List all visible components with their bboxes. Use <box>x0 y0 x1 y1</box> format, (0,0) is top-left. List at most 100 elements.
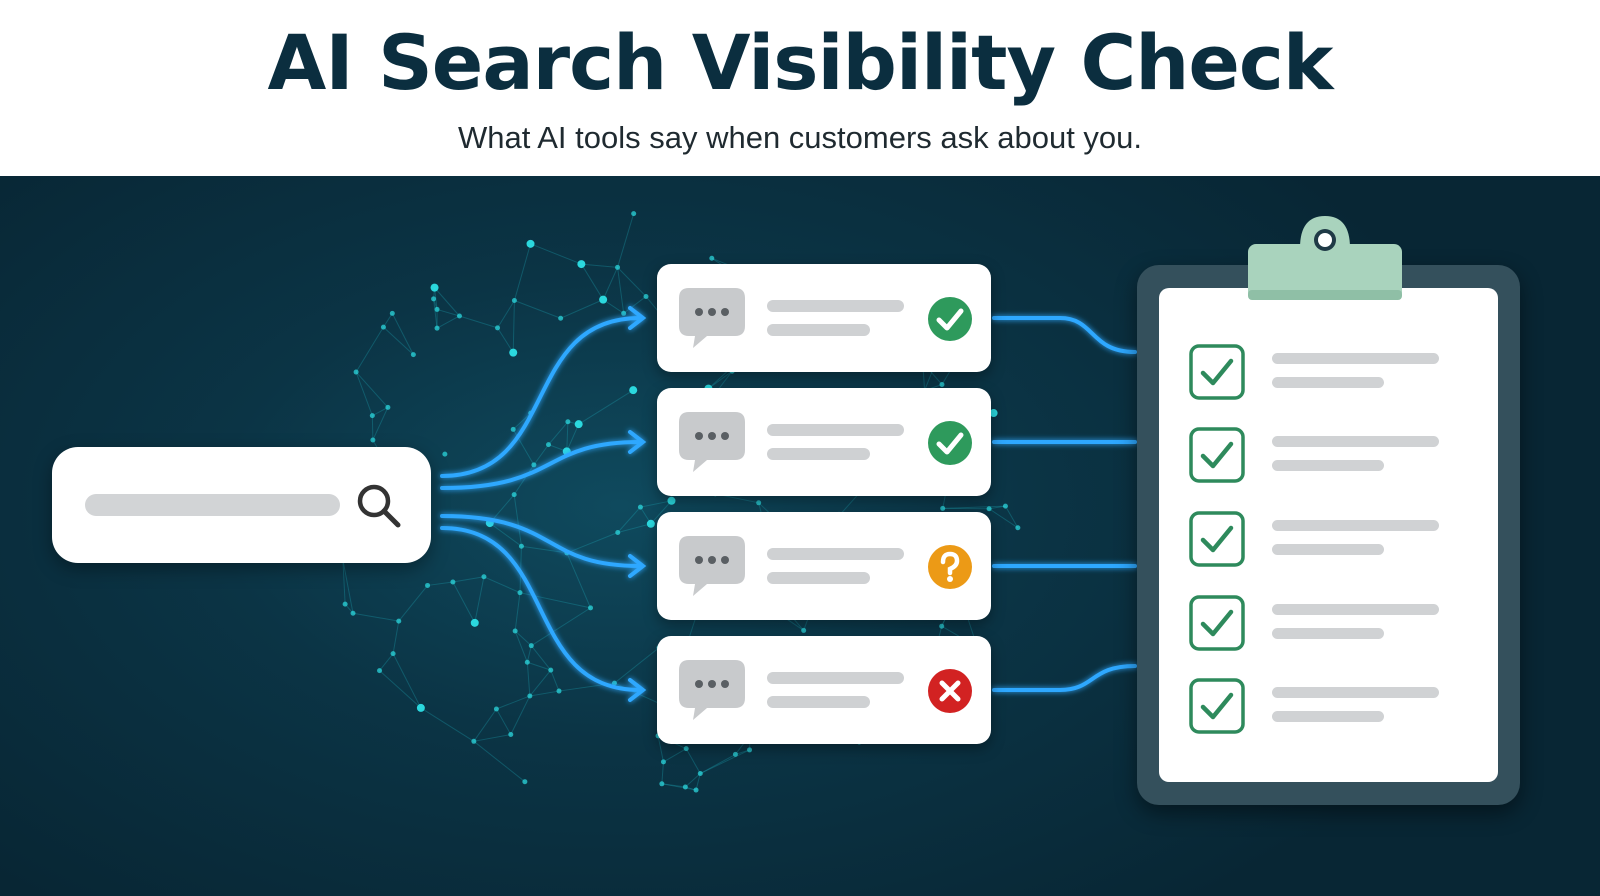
network-edge <box>623 296 647 314</box>
network-node <box>517 590 523 596</box>
network-node <box>430 283 439 292</box>
network-edge <box>550 669 560 692</box>
response-text-line <box>767 324 870 336</box>
ai-response-card <box>657 512 991 620</box>
network-edge <box>580 263 604 300</box>
checkbox-checked-icon <box>1189 595 1245 651</box>
network-edge <box>661 783 686 788</box>
network-edge <box>459 315 498 329</box>
network-edge <box>371 415 374 440</box>
network-edge <box>602 267 619 300</box>
network-edge <box>489 522 522 547</box>
network-edge <box>533 444 549 466</box>
network-edge <box>510 695 531 735</box>
checkbox-checked-icon <box>1189 344 1245 400</box>
network-node <box>512 628 518 634</box>
network-node <box>588 605 594 611</box>
network-node <box>631 211 637 217</box>
network-edge <box>530 645 552 671</box>
question-icon <box>928 545 972 589</box>
network-edge <box>531 607 591 647</box>
network-edge <box>513 243 532 301</box>
flow-line-3 <box>440 514 642 568</box>
network-node <box>524 659 530 665</box>
network-node <box>353 369 359 375</box>
network-edge <box>513 494 522 547</box>
checklist-text-line <box>1272 353 1439 364</box>
network-edge <box>566 532 618 554</box>
response-text-line <box>767 696 870 708</box>
network-node <box>528 643 534 649</box>
arrowhead-1 <box>628 306 647 330</box>
checklist-item <box>1189 678 1479 738</box>
network-node <box>456 313 462 319</box>
network-edge <box>355 326 384 373</box>
network-edge <box>452 581 476 624</box>
response-text-line <box>767 672 904 684</box>
network-edge <box>436 315 460 329</box>
network-node <box>431 296 437 302</box>
network-edge <box>372 406 389 417</box>
network-node <box>434 306 440 312</box>
network-node <box>939 382 945 388</box>
network-edge <box>514 592 521 632</box>
network-node <box>577 260 586 269</box>
network-node <box>565 419 571 425</box>
network-node <box>493 706 499 712</box>
network-edge <box>521 545 567 554</box>
x-icon <box>928 669 972 713</box>
network-node <box>509 348 518 357</box>
network-node <box>646 519 655 528</box>
network-node <box>697 771 703 777</box>
network-edge <box>685 773 701 788</box>
network-node <box>370 437 376 443</box>
network-edge <box>617 267 647 297</box>
checklist-item <box>1189 595 1479 655</box>
page-title: AI Search Visibility Check <box>267 18 1334 107</box>
connector-4 <box>992 664 1137 692</box>
network-edge <box>566 552 591 609</box>
network-edge <box>513 464 535 495</box>
network-edge <box>427 581 453 586</box>
chat-bubble-icon <box>679 288 745 348</box>
network-edge <box>355 371 373 416</box>
network-node <box>683 746 689 752</box>
network-edge <box>420 707 475 742</box>
network-edge <box>1005 505 1019 529</box>
network-edge <box>495 708 512 735</box>
network-edge <box>497 300 515 329</box>
network-edge <box>566 423 580 452</box>
network-edge <box>372 407 389 441</box>
network-node <box>629 386 638 395</box>
network-edge <box>342 559 346 605</box>
network-node <box>693 787 699 793</box>
network-node <box>522 779 528 785</box>
network-edge <box>379 653 394 671</box>
network-node <box>495 325 501 331</box>
network-edge <box>473 708 497 742</box>
page-subtitle: What AI tools say when customers ask abo… <box>457 120 1143 155</box>
network-edge <box>700 749 750 774</box>
network-node <box>508 732 514 738</box>
network-edge <box>433 298 438 329</box>
search-placeholder <box>85 494 340 516</box>
network-edge <box>342 559 354 614</box>
checkbox-checked-icon <box>1189 511 1245 567</box>
network-node <box>747 747 753 753</box>
response-text-line <box>767 300 904 312</box>
network-node <box>390 651 396 657</box>
checklist-item <box>1189 344 1479 404</box>
network-node <box>511 492 517 498</box>
network-node <box>615 264 621 270</box>
search-icon[interactable] <box>354 481 404 531</box>
ai-response-card <box>657 636 991 744</box>
search-bar[interactable] <box>52 447 431 563</box>
network-edge <box>942 505 1006 509</box>
header: AI Search Visibility Check What AI tools… <box>0 0 1600 176</box>
network-edge <box>514 630 528 663</box>
response-text-line <box>767 572 870 584</box>
response-text-line <box>767 424 904 436</box>
network-node <box>369 413 375 419</box>
network-node <box>940 505 946 511</box>
flow-line-2 <box>440 440 642 490</box>
